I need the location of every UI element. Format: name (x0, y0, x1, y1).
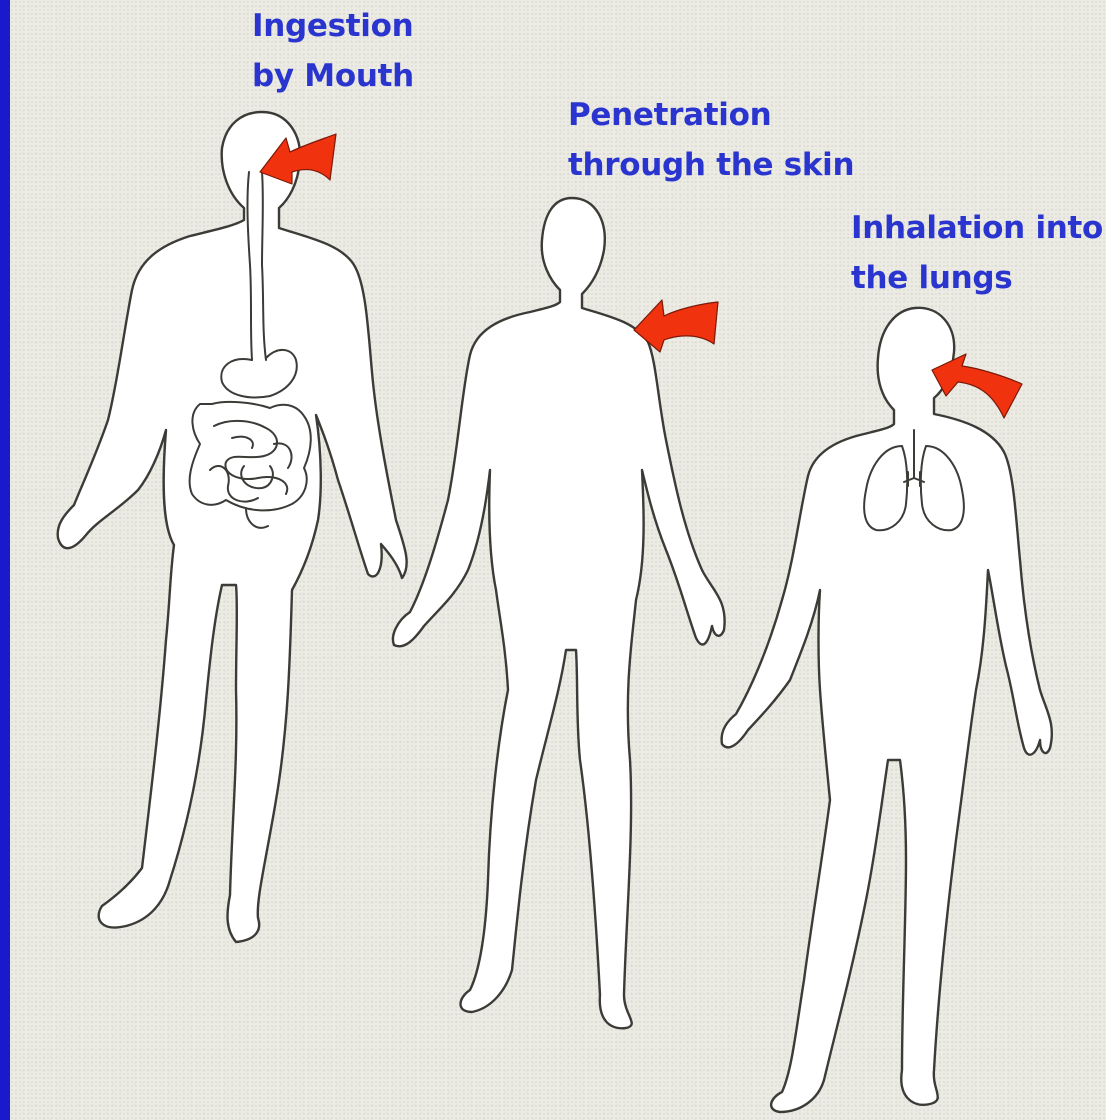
ingestion-label-line-2: by Mouth (252, 51, 414, 101)
penetration-figure (393, 198, 725, 1028)
inhalation-label-line-1: Inhalation into (851, 203, 1103, 253)
inhalation-arrow-icon (932, 354, 1022, 418)
body-outline-inhalation (722, 308, 1052, 1112)
ingestion-figure (58, 112, 407, 942)
inhalation-label-line-2: the lungs (851, 253, 1103, 303)
ingestion-label: Ingestion by Mouth (252, 1, 414, 101)
body-outline-ingestion (58, 112, 407, 942)
inhalation-figure (722, 308, 1052, 1112)
ingestion-label-line-1: Ingestion (252, 1, 414, 51)
inhalation-label: Inhalation into the lungs (851, 203, 1103, 303)
penetration-label-line-1: Penetration (568, 90, 854, 140)
diagram-panel: Ingestion by Mouth Penetration through t… (10, 0, 1106, 1120)
penetration-label-line-2: through the skin (568, 140, 854, 190)
penetration-label: Penetration through the skin (568, 90, 854, 190)
exposure-routes-figure (10, 0, 1106, 1120)
